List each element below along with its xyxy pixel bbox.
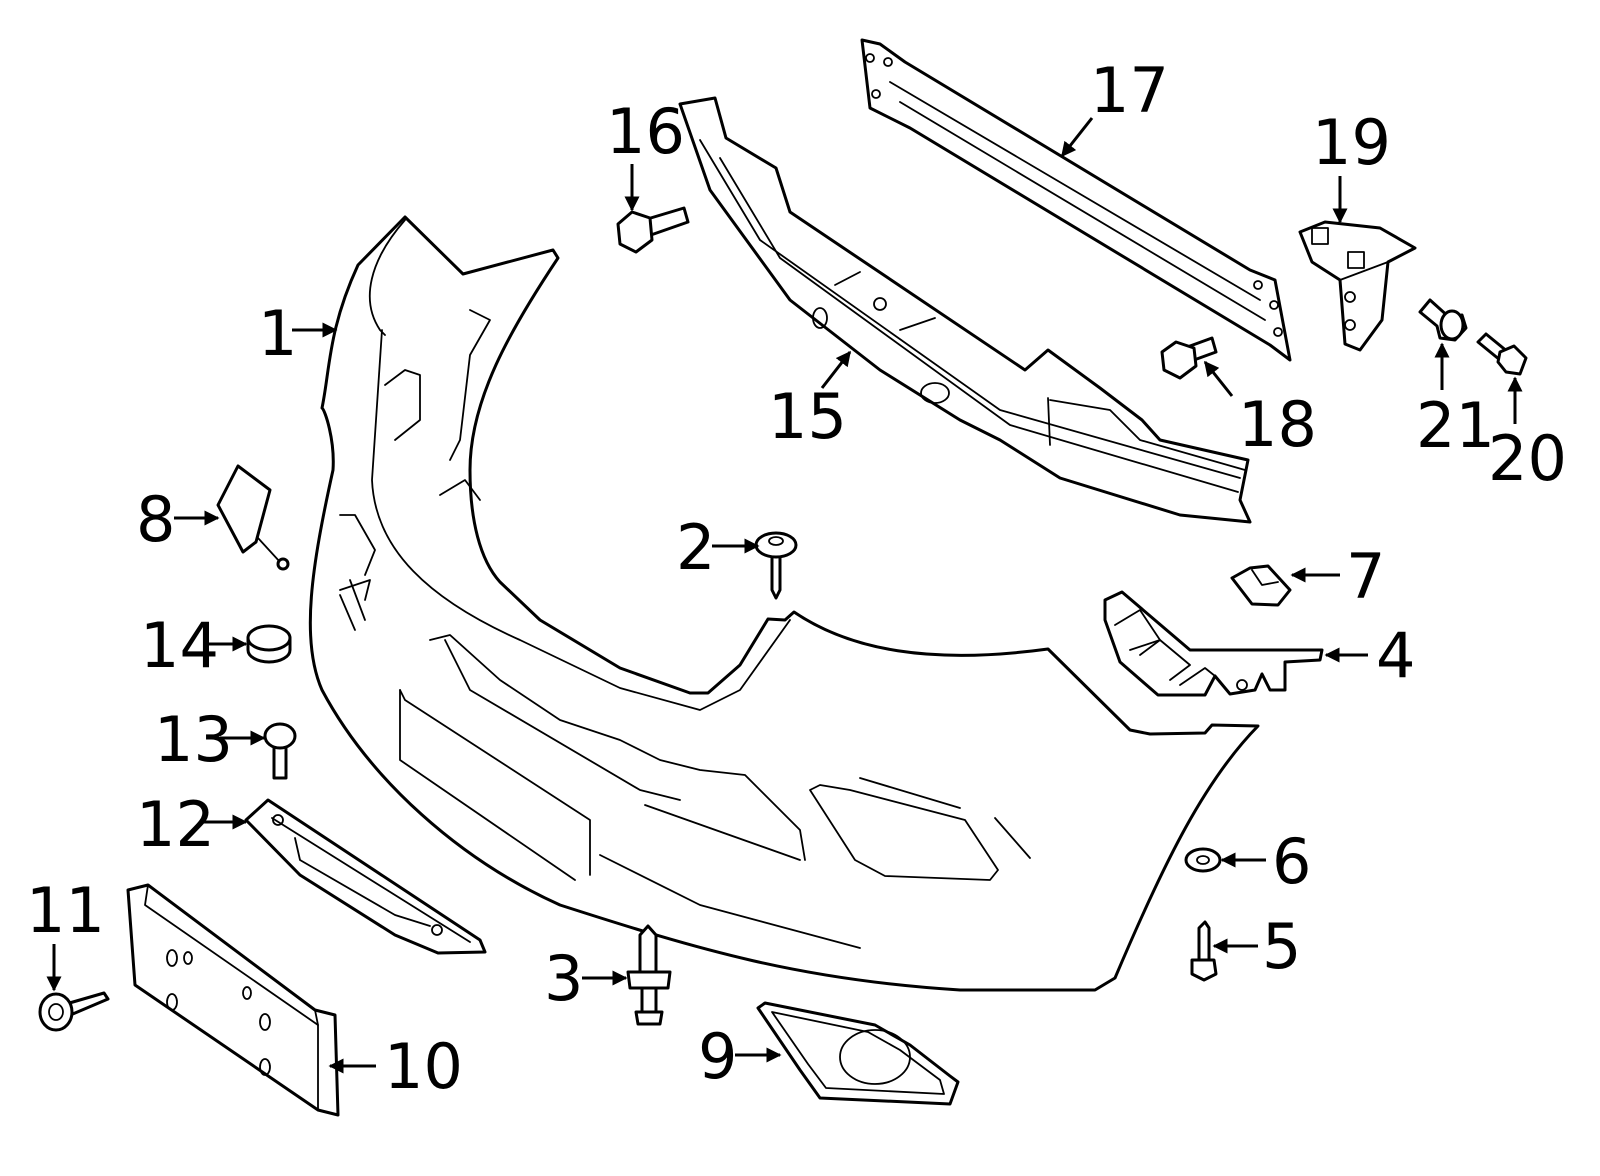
- bolt-18: [1160, 336, 1218, 380]
- screw-11: [38, 991, 110, 1032]
- callout-12: 12: [136, 788, 215, 861]
- absorber: [678, 96, 1252, 524]
- mount-bracket: [1298, 220, 1417, 352]
- callout-14: 14: [140, 609, 219, 682]
- grille-trim: [244, 798, 487, 955]
- tow-hook-cover: [216, 464, 290, 571]
- clip-nut: [1230, 564, 1292, 607]
- push-retainer: [626, 924, 672, 1026]
- screw-2: [754, 531, 798, 600]
- callout-5: 5: [1262, 910, 1301, 983]
- leader-lines: [46, 117, 1523, 1074]
- callout-20: 20: [1488, 422, 1567, 495]
- callout-13: 13: [154, 703, 233, 776]
- license-plate-bracket: [126, 883, 340, 1117]
- bolt-20: [1476, 332, 1528, 376]
- screw-13: [263, 722, 297, 780]
- plug: [246, 624, 292, 664]
- callout-10: 10: [384, 1030, 463, 1103]
- reinforcement-beam: [860, 38, 1292, 362]
- callout-16: 16: [606, 95, 685, 168]
- callout-21: 21: [1416, 389, 1495, 462]
- callout-9: 9: [698, 1020, 737, 1093]
- leader-15: [820, 350, 852, 389]
- fog-lamp-bezel: [756, 1001, 960, 1106]
- callout-17: 17: [1090, 54, 1169, 127]
- washer: [1184, 847, 1222, 873]
- callout-8: 8: [136, 483, 175, 556]
- bolt-16: [616, 206, 690, 254]
- side-bracket: [1103, 590, 1324, 697]
- rivet: [1418, 298, 1468, 342]
- callout-4: 4: [1376, 619, 1415, 692]
- callout-1: 1: [258, 297, 297, 370]
- callout-2: 2: [676, 511, 715, 584]
- leader-17: [1060, 117, 1094, 158]
- callout-11: 11: [26, 874, 105, 947]
- bolt-5: [1190, 920, 1218, 982]
- callout-15: 15: [768, 380, 847, 453]
- bumper-cover: [308, 215, 1260, 992]
- callout-6: 6: [1272, 825, 1311, 898]
- callout-18: 18: [1238, 388, 1317, 461]
- callout-3: 3: [544, 942, 583, 1015]
- callout-7: 7: [1346, 540, 1385, 613]
- leader-18: [1203, 360, 1234, 397]
- callout-labels: 1 2 3 4 5 6 7 8 9 10 11 12 13 14 15 16 1…: [26, 54, 1567, 1103]
- callout-19: 19: [1312, 106, 1391, 179]
